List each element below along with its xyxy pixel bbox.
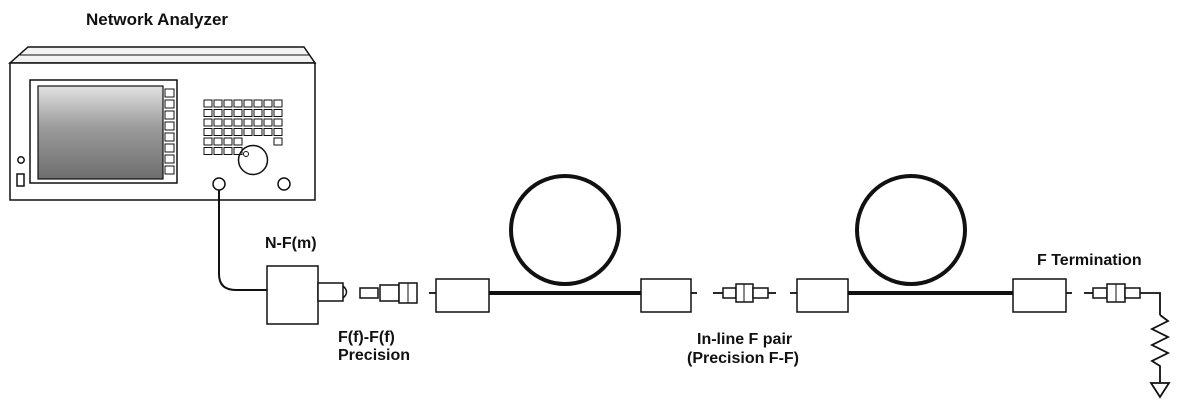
keypad-key — [213, 137, 223, 146]
optical-module-icon — [640, 278, 692, 313]
fiber-spool-icon — [509, 174, 621, 286]
keypad-key — [223, 109, 233, 117]
keypad-key — [273, 128, 283, 136]
keypad-key — [243, 99, 253, 108]
keypad-key — [203, 109, 213, 117]
softkeys — [164, 88, 175, 175]
optical-module-icon — [435, 278, 490, 313]
port-icon — [277, 177, 291, 191]
n-f-adapter-label: N-F(m) — [265, 235, 317, 252]
keypad-key — [223, 128, 233, 136]
coax-cable — [218, 190, 267, 291]
fiber-spool-icon — [855, 174, 967, 286]
keypad-icon — [203, 99, 283, 155]
knob-icon — [237, 144, 269, 176]
network-analyzer-icon — [8, 46, 317, 201]
keypad-key — [213, 109, 223, 117]
precision-adapter-label-line1: F(f)-F(f) — [338, 329, 395, 346]
keypad-key — [253, 99, 263, 108]
keypad-key — [213, 147, 223, 155]
precision-adapter-icon — [359, 282, 418, 304]
fiber-spool-1 — [429, 174, 697, 313]
network-analyzer-label: Network Analyzer — [86, 10, 229, 29]
keypad-key — [203, 99, 213, 108]
keypad-key — [233, 99, 243, 108]
f-termination-icon — [1084, 283, 1171, 399]
keypad-key — [203, 137, 213, 146]
keypad-key — [233, 118, 243, 127]
keypad-key — [203, 118, 213, 127]
keypad-key — [243, 118, 253, 127]
keypad-key — [233, 128, 243, 136]
optical-module-icon — [1012, 278, 1067, 313]
keypad-key — [213, 118, 223, 127]
keypad-key — [273, 99, 283, 108]
ground-icon — [1149, 382, 1171, 399]
keypad-key — [223, 118, 233, 127]
keypad-key — [263, 99, 273, 108]
keypad-key — [263, 128, 273, 136]
keypad-key — [263, 118, 273, 127]
inline-f-pair-icon — [713, 283, 776, 303]
keypad-key — [273, 118, 283, 127]
keypad-key — [203, 128, 213, 136]
keypad-key — [223, 99, 233, 108]
keypad-key — [243, 109, 253, 117]
keypad-key — [233, 109, 243, 117]
keypad-key — [243, 128, 253, 136]
resistor-icon — [1149, 314, 1171, 383]
optical-module-icon — [796, 278, 849, 313]
keypad-key — [233, 137, 243, 146]
keypad-key — [253, 128, 263, 136]
termination-label: F Termination — [1037, 252, 1142, 269]
keypad-key — [273, 109, 283, 117]
precision-adapter-label-line2: Precision — [338, 347, 411, 364]
fiber-spool-2 — [790, 174, 1072, 313]
keypad-key — [253, 118, 263, 127]
keypad-key — [223, 137, 233, 146]
keypad-key — [213, 128, 223, 136]
n-to-f-adapter-icon — [266, 265, 348, 325]
keypad-key — [213, 99, 223, 108]
keypad-key — [203, 147, 213, 155]
inline-pair-label-line2: (Precision F-F) — [687, 350, 800, 367]
keypad-key — [223, 147, 233, 155]
keypad-key — [273, 137, 283, 146]
keypad-key — [263, 109, 273, 117]
keypad-key — [253, 109, 263, 117]
inline-pair-label-line1: In-line F pair — [697, 331, 793, 348]
